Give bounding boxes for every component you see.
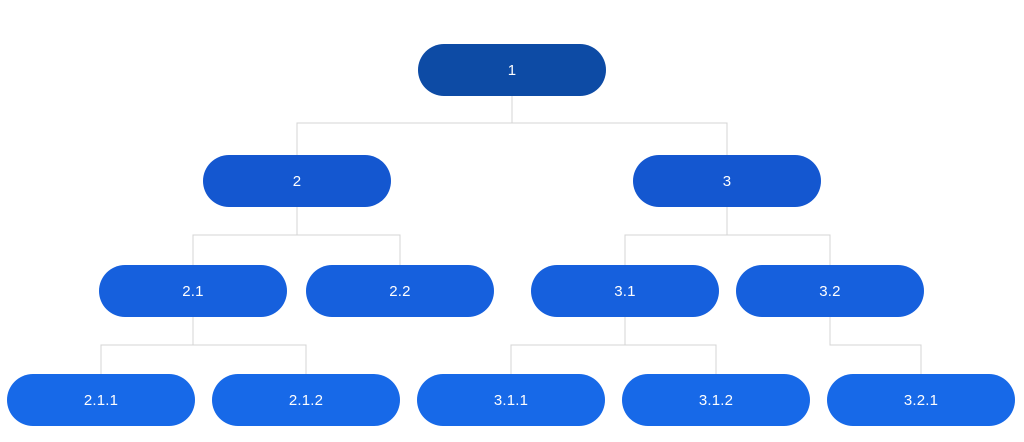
tree-node-3-2-1[interactable]: 3.2.1: [827, 374, 1015, 426]
connector-3-children: [624, 207, 831, 265]
tree-node-label: 1: [507, 61, 517, 79]
tree-node-2-2[interactable]: 2.2: [306, 265, 494, 317]
tree-node-label: 2.1: [182, 282, 204, 300]
tree-node-label: 3.2.1: [903, 391, 939, 409]
tree-node-label: 3.2: [819, 282, 841, 300]
tree-node-label: 2: [292, 172, 302, 190]
tree-node-1[interactable]: 1: [418, 44, 606, 96]
tree-node-label: 2.1.1: [83, 391, 119, 409]
tree-node-label: 3: [722, 172, 732, 190]
tree-node-label: 2.1.2: [288, 391, 324, 409]
tree-node-2-1[interactable]: 2.1: [99, 265, 287, 317]
tree-node-label: 3.1.2: [698, 391, 734, 409]
tree-node-3-1-2[interactable]: 3.1.2: [622, 374, 810, 426]
tree-node-label: 3.1.1: [493, 391, 529, 409]
connector-group: [100, 96, 922, 374]
tree-node-3-2[interactable]: 3.2: [736, 265, 924, 317]
tree-node-3[interactable]: 3: [633, 155, 821, 207]
tree-node-label: 3.1: [614, 282, 636, 300]
connector-3-2-children: [829, 317, 922, 374]
connector-1-children: [296, 96, 728, 155]
tree-node-2-1-1[interactable]: 2.1.1: [7, 374, 195, 426]
connector-2-children: [192, 207, 401, 265]
tree-node-3-1[interactable]: 3.1: [531, 265, 719, 317]
tree-node-2-1-2[interactable]: 2.1.2: [212, 374, 400, 426]
tree-node-2[interactable]: 2: [203, 155, 391, 207]
tree-node-3-1-1[interactable]: 3.1.1: [417, 374, 605, 426]
connector-3-1-children: [510, 317, 717, 374]
connector-2-1-children: [100, 317, 307, 374]
tree-node-label: 2.2: [389, 282, 411, 300]
